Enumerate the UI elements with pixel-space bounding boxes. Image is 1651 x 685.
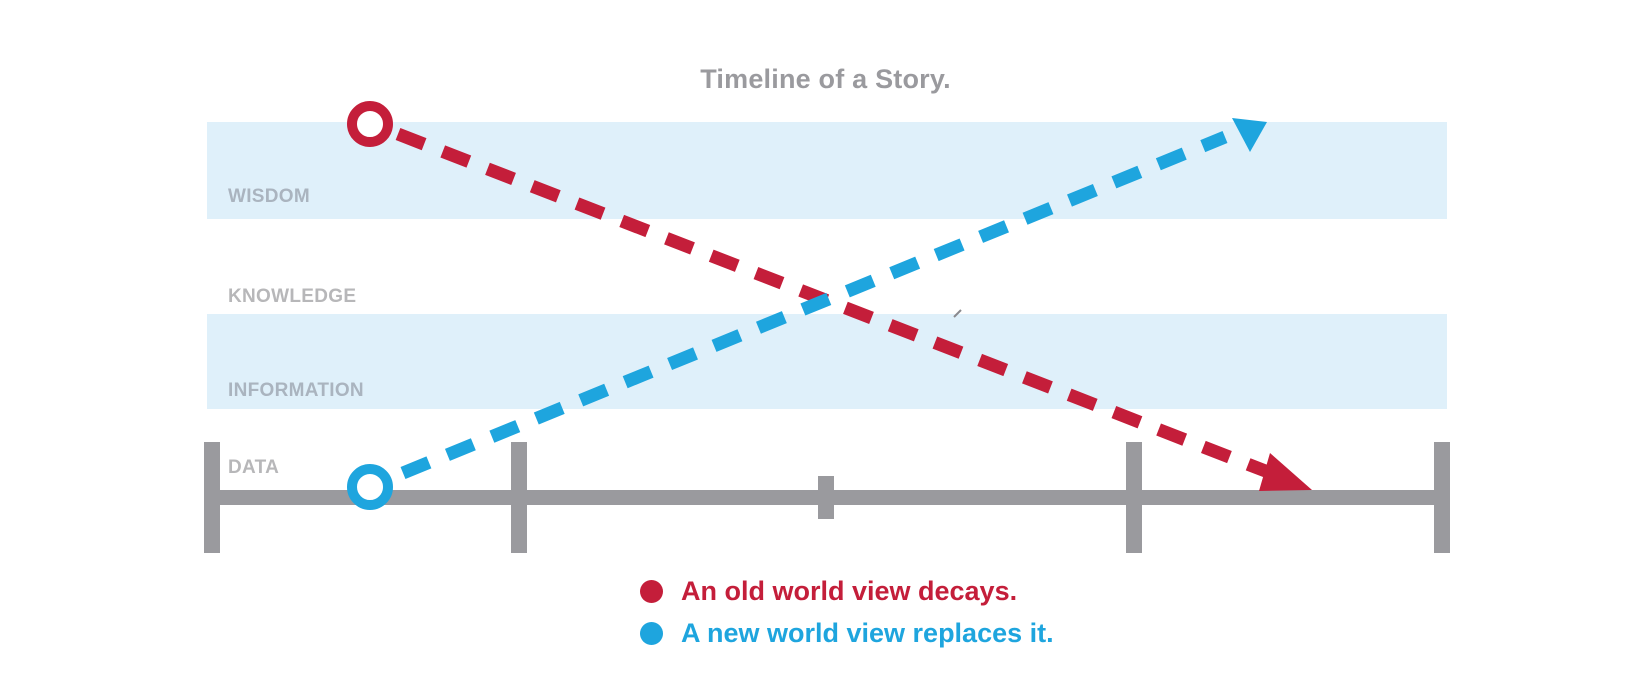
new-world-view-start-marker [347,464,393,510]
level-label-knowledge: KNOWLEDGE [228,286,357,307]
timeline-tick-start [204,442,220,553]
level-label-information: INFORMATION [228,380,364,401]
new-world-view-arrowhead [1232,118,1267,152]
old-world-view-path [347,101,1312,491]
information-band [207,314,1447,409]
legend-item-new: A new world view replaces it. [640,612,1054,654]
old-world-view-start-marker [347,101,393,147]
diagram-title: Timeline of a Story. [700,64,951,94]
level-label-data: DATA [228,457,280,478]
timeline-tick-end [1434,442,1450,553]
new-world-view-path [347,118,1267,510]
level-label-wisdom: WISDOM [228,186,311,207]
legend: An old world view decays. A new world vi… [640,570,1054,654]
timeline-tick-mid [818,476,834,519]
old-world-view-arrowhead [1259,453,1312,491]
blue-dot-icon [640,621,663,645]
timeline-tick [1126,442,1142,553]
old-world-view-line [395,127,1271,479]
timeline-tick [511,442,527,553]
stray-mark [953,309,962,318]
legend-label-old: An old world view decays. [681,575,1018,606]
new-world-view-line [400,130,1228,480]
legend-label-new: A new world view replaces it. [681,617,1054,648]
legend-item-old: An old world view decays. [640,570,1054,612]
red-dot-icon [640,579,663,603]
timeline-axis [204,442,1450,553]
